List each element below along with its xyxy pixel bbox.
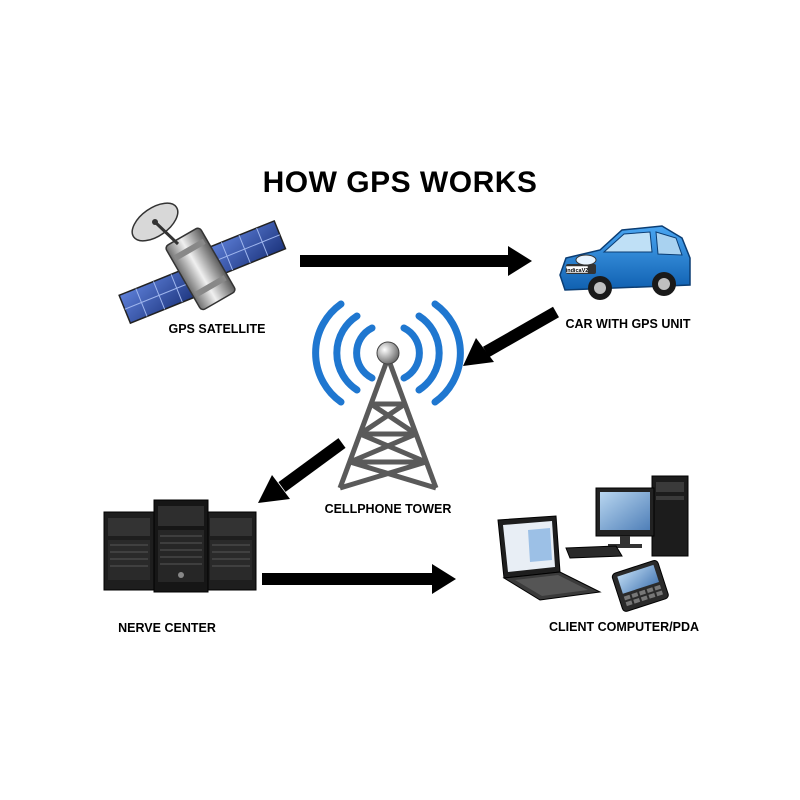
- cell-tower-icon: [312, 300, 464, 491]
- nerve-label: NERVE CENTER: [118, 621, 216, 635]
- satellite-label: GPS SATELLITE: [169, 322, 266, 336]
- car-icon: indicaV2: [559, 225, 691, 300]
- car-label: CAR WITH GPS UNIT: [566, 317, 691, 331]
- satellite-icon: [118, 202, 287, 325]
- client-label: CLIENT COMPUTER/PDA: [549, 620, 699, 634]
- car-badge: indicaV2: [566, 268, 589, 274]
- edge-car-tower: [463, 306, 559, 366]
- edge-tower-nerve: [258, 438, 346, 503]
- edge-satellite-car: [300, 246, 532, 276]
- computer-icon: [497, 475, 689, 612]
- server-icon: [103, 499, 257, 593]
- tower-label: CELLPHONE TOWER: [325, 502, 452, 516]
- diagram-title: HOW GPS WORKS: [262, 166, 538, 199]
- edge-nerve-client: [262, 564, 456, 594]
